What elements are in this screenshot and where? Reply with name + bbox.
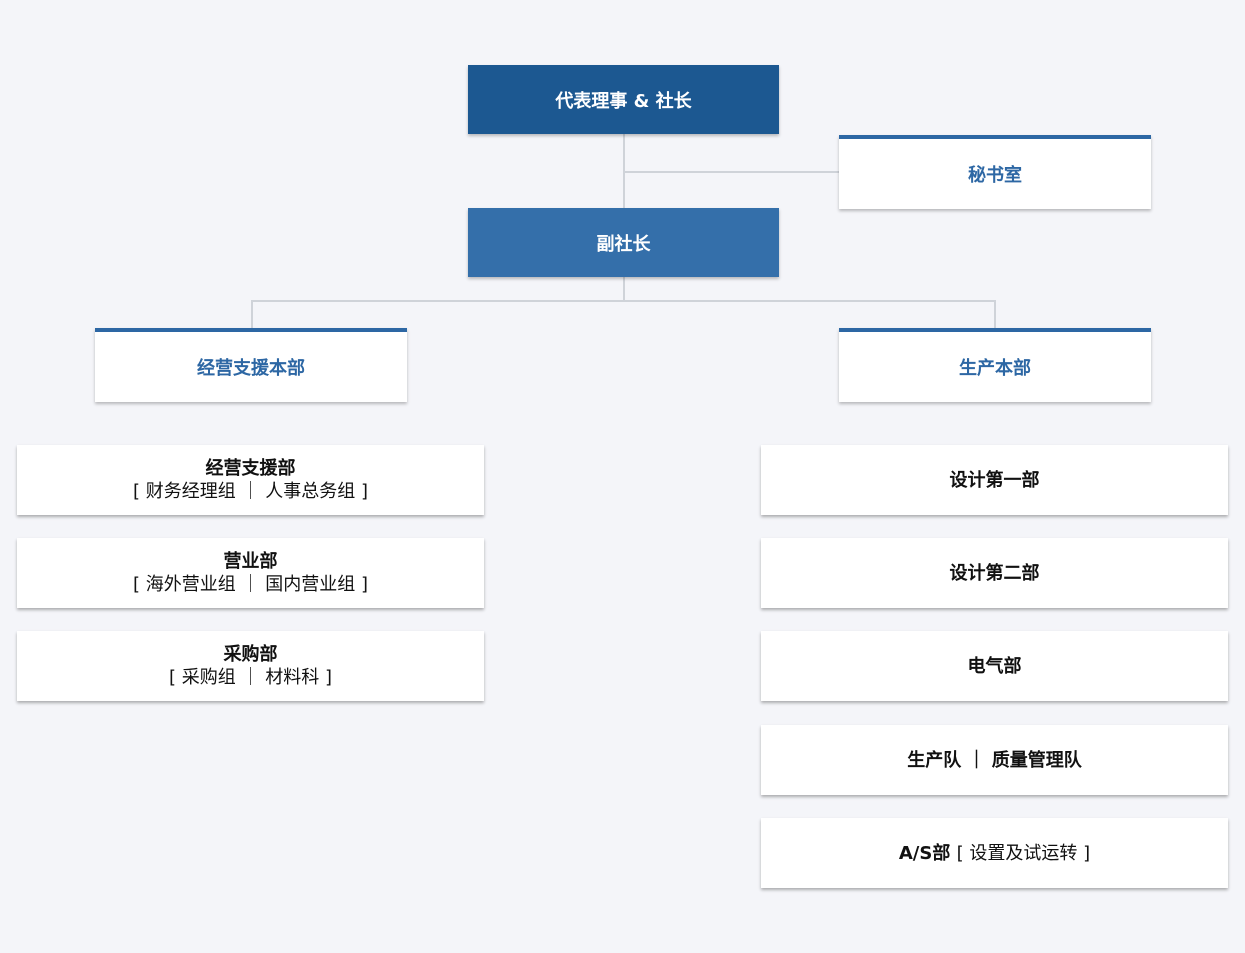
management-division-box: 经营支援本部 [95, 328, 407, 402]
dept-production-quality: 生产队 ｜ 质量管理队 [761, 725, 1228, 795]
dept-title: 采购部 [223, 644, 278, 665]
connector-management-division [251, 300, 253, 328]
management-division-label: 经营支援本部 [197, 358, 305, 379]
secretary-label: 秘书室 [968, 165, 1022, 186]
dept-title: A/S部 [898, 842, 951, 864]
dept-after-service: A/S部 [ 设置及试运转 ] [761, 818, 1228, 888]
dept-electrical: 电气部 [761, 631, 1228, 701]
ceo-label: 代表理事 & 社长 [555, 90, 692, 112]
vice-president-box: 副社长 [468, 208, 779, 277]
dept-subgroups: [ 采购组 ｜ 材料科 ] [169, 667, 332, 688]
dept-title: 设计第二部 [949, 562, 1040, 584]
connector-secretary [623, 171, 839, 173]
vice-president-label: 副社长 [596, 233, 651, 255]
secretary-box: 秘书室 [839, 135, 1151, 209]
connector-divisions-horizontal [251, 300, 996, 302]
production-division-box: 生产本部 [839, 328, 1151, 402]
dept-title: 电气部 [967, 655, 1022, 677]
dept-design-2: 设计第二部 [761, 538, 1228, 608]
dept-purchasing: 采购部 [ 采购组 ｜ 材料科 ] [17, 631, 484, 701]
dept-subgroups: [ 财务经理组 ｜ 人事总务组 ] [133, 481, 368, 502]
dept-title: 生产队 ｜ 质量管理队 [907, 749, 1082, 771]
dept-title: 经营支援部 [205, 458, 296, 479]
dept-sales: 营业部 [ 海外营业组 ｜ 国内营业组 ] [17, 538, 484, 608]
production-division-label: 生产本部 [959, 358, 1031, 379]
connector-production-division [994, 300, 996, 328]
dept-inline-row: A/S部 [ 设置及试运转 ] [899, 842, 1090, 865]
dept-management-support: 经营支援部 [ 财务经理组 ｜ 人事总务组 ] [17, 445, 484, 515]
dept-title: 营业部 [223, 551, 278, 572]
dept-subgroups: [ 设置及试运转 ] [956, 842, 1091, 864]
dept-title: 设计第一部 [949, 469, 1040, 491]
dept-subgroups: [ 海外营业组 ｜ 国内营业组 ] [133, 574, 368, 595]
dept-design-1: 设计第一部 [761, 445, 1228, 515]
ceo-box: 代表理事 & 社长 [468, 65, 779, 134]
connector-vp-down [623, 277, 625, 301]
